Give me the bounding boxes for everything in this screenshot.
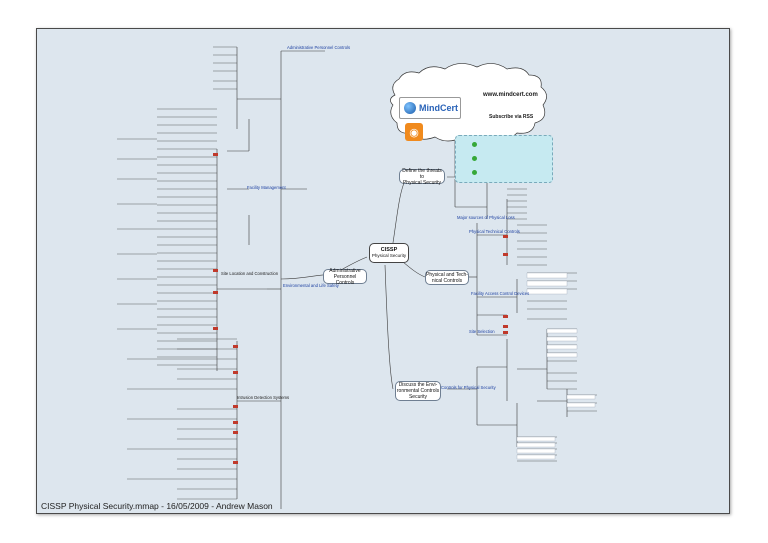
rss-icon[interactable]: ◉	[405, 123, 423, 141]
label-environmental-life-safety: Environmental and Life Safety	[283, 283, 339, 288]
label-controls-physical-security: Controls for Physical Security	[441, 385, 496, 390]
connector-lines	[117, 46, 597, 509]
label-physical-technical: Physical Technical Controls	[469, 229, 520, 234]
subscribe-rss-link[interactable]: Subscribe via RSS	[489, 114, 534, 120]
mindcert-url[interactable]: www.mindcert.com	[483, 92, 538, 98]
branch-define-threats[interactable]: Define the threats to Physical Security	[399, 167, 445, 186]
central-node[interactable]: CISSP Physical Security	[369, 243, 409, 263]
label-major-sources-loss: Major sources of Physical Loss	[457, 215, 515, 220]
branch-admin-controls[interactable]: Administrative Personnel Controls	[323, 267, 367, 286]
branch-environmental-controls[interactable]: Discuss the Envi- ronmental Controls Sec…	[395, 381, 441, 401]
label-facility-management: Facility Management	[247, 185, 286, 190]
branch-admin-line2: Personnel Controls	[333, 273, 357, 286]
mind-map-sheet: CISSP Physical Security Administrative P…	[36, 28, 730, 514]
label-intrusion-detection: Intrusion Detection Systems	[237, 395, 290, 400]
branch-admin-line1: Administrative	[329, 267, 361, 274]
flag-markers	[213, 153, 508, 464]
branch-environment-line1: Discuss the Envi-	[398, 382, 438, 388]
connector-environment	[384, 264, 394, 390]
branch-environment-line3: Security	[408, 394, 428, 400]
branch-environment-line2: ronmental Controls	[396, 388, 440, 394]
leaf-nodes	[516, 272, 596, 460]
label-admin-personnel: Administrative Personnel Controls	[287, 45, 351, 50]
label-facility-access: Facility Access Control Devices	[471, 291, 530, 296]
bullet-icon	[472, 142, 477, 147]
mindcert-logo-text: MindCert	[419, 103, 458, 113]
central-subtitle: Physical Security	[371, 253, 407, 258]
central-title: CISSP	[380, 247, 398, 253]
mind-map-canvas	[117, 46, 597, 509]
label-site-construction: Site Location and Construction	[221, 271, 279, 276]
mindcert-logo[interactable]: MindCert	[399, 97, 461, 119]
branch-define-line1: Define the threats to	[402, 167, 442, 180]
bullet-icon	[472, 156, 477, 161]
label-site-selection: Site Selection	[469, 329, 495, 334]
threats-info-panel	[455, 135, 553, 183]
bullet-icon	[472, 170, 477, 175]
branch-define-line2: Physical Security	[402, 179, 442, 186]
branch-technical-line2: nical Controls	[431, 277, 463, 284]
branch-technical-controls[interactable]: Physical and Tech- nical Controls	[425, 270, 469, 285]
connector-define	[391, 176, 408, 250]
globe-icon	[404, 102, 416, 114]
branch-technical-line1: Physical and Tech-	[426, 271, 468, 278]
map-footer: CISSP Physical Security.mmap - 16/05/200…	[41, 501, 273, 511]
